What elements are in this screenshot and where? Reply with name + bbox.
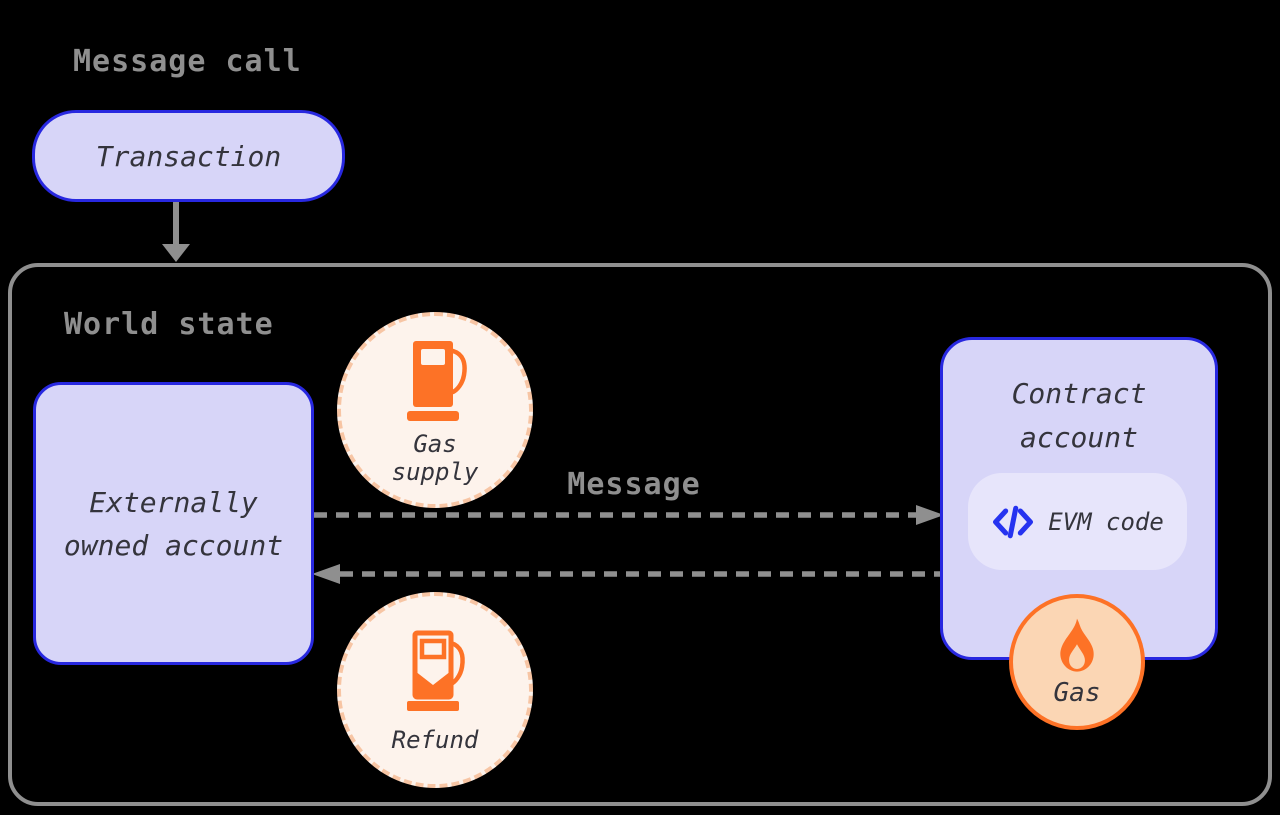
gas-supply-label-line1: Gas — [413, 429, 457, 458]
message-arrow-right — [314, 505, 944, 525]
contract-label-line2: account — [1019, 421, 1138, 454]
message-label: Message — [567, 467, 701, 502]
gas-label: Gas — [1053, 678, 1101, 708]
evm-code-pill: EVM code — [968, 473, 1187, 570]
externally-owned-account-node: Externally owned account — [33, 382, 314, 665]
down-arrow-icon — [162, 202, 190, 262]
contract-label-line1: Contract — [1011, 377, 1147, 410]
message-arrow-left — [312, 564, 946, 584]
gas-pump-icon — [407, 340, 467, 421]
refund-label: Refund — [391, 725, 479, 754]
gas-supply-label-line2: supply — [391, 457, 479, 486]
transaction-label: Transaction — [95, 139, 282, 173]
gas-pump-refund-icon — [407, 630, 465, 711]
gas-badge: Gas — [1009, 594, 1145, 730]
world-state-container — [8, 263, 1272, 806]
refund-badge: Refund — [337, 592, 533, 788]
code-icon — [993, 505, 1034, 538]
gas-supply-badge: Gas supply — [337, 312, 533, 508]
eoa-label-line2: owned account — [63, 528, 284, 562]
flame-icon — [1060, 618, 1094, 672]
world-state-label: World state — [64, 307, 274, 342]
eoa-label-line1: Externally — [89, 485, 258, 519]
evm-code-label: EVM code — [1048, 507, 1164, 536]
diagram-title: Message call — [73, 44, 302, 79]
transaction-node: Transaction — [32, 110, 345, 202]
